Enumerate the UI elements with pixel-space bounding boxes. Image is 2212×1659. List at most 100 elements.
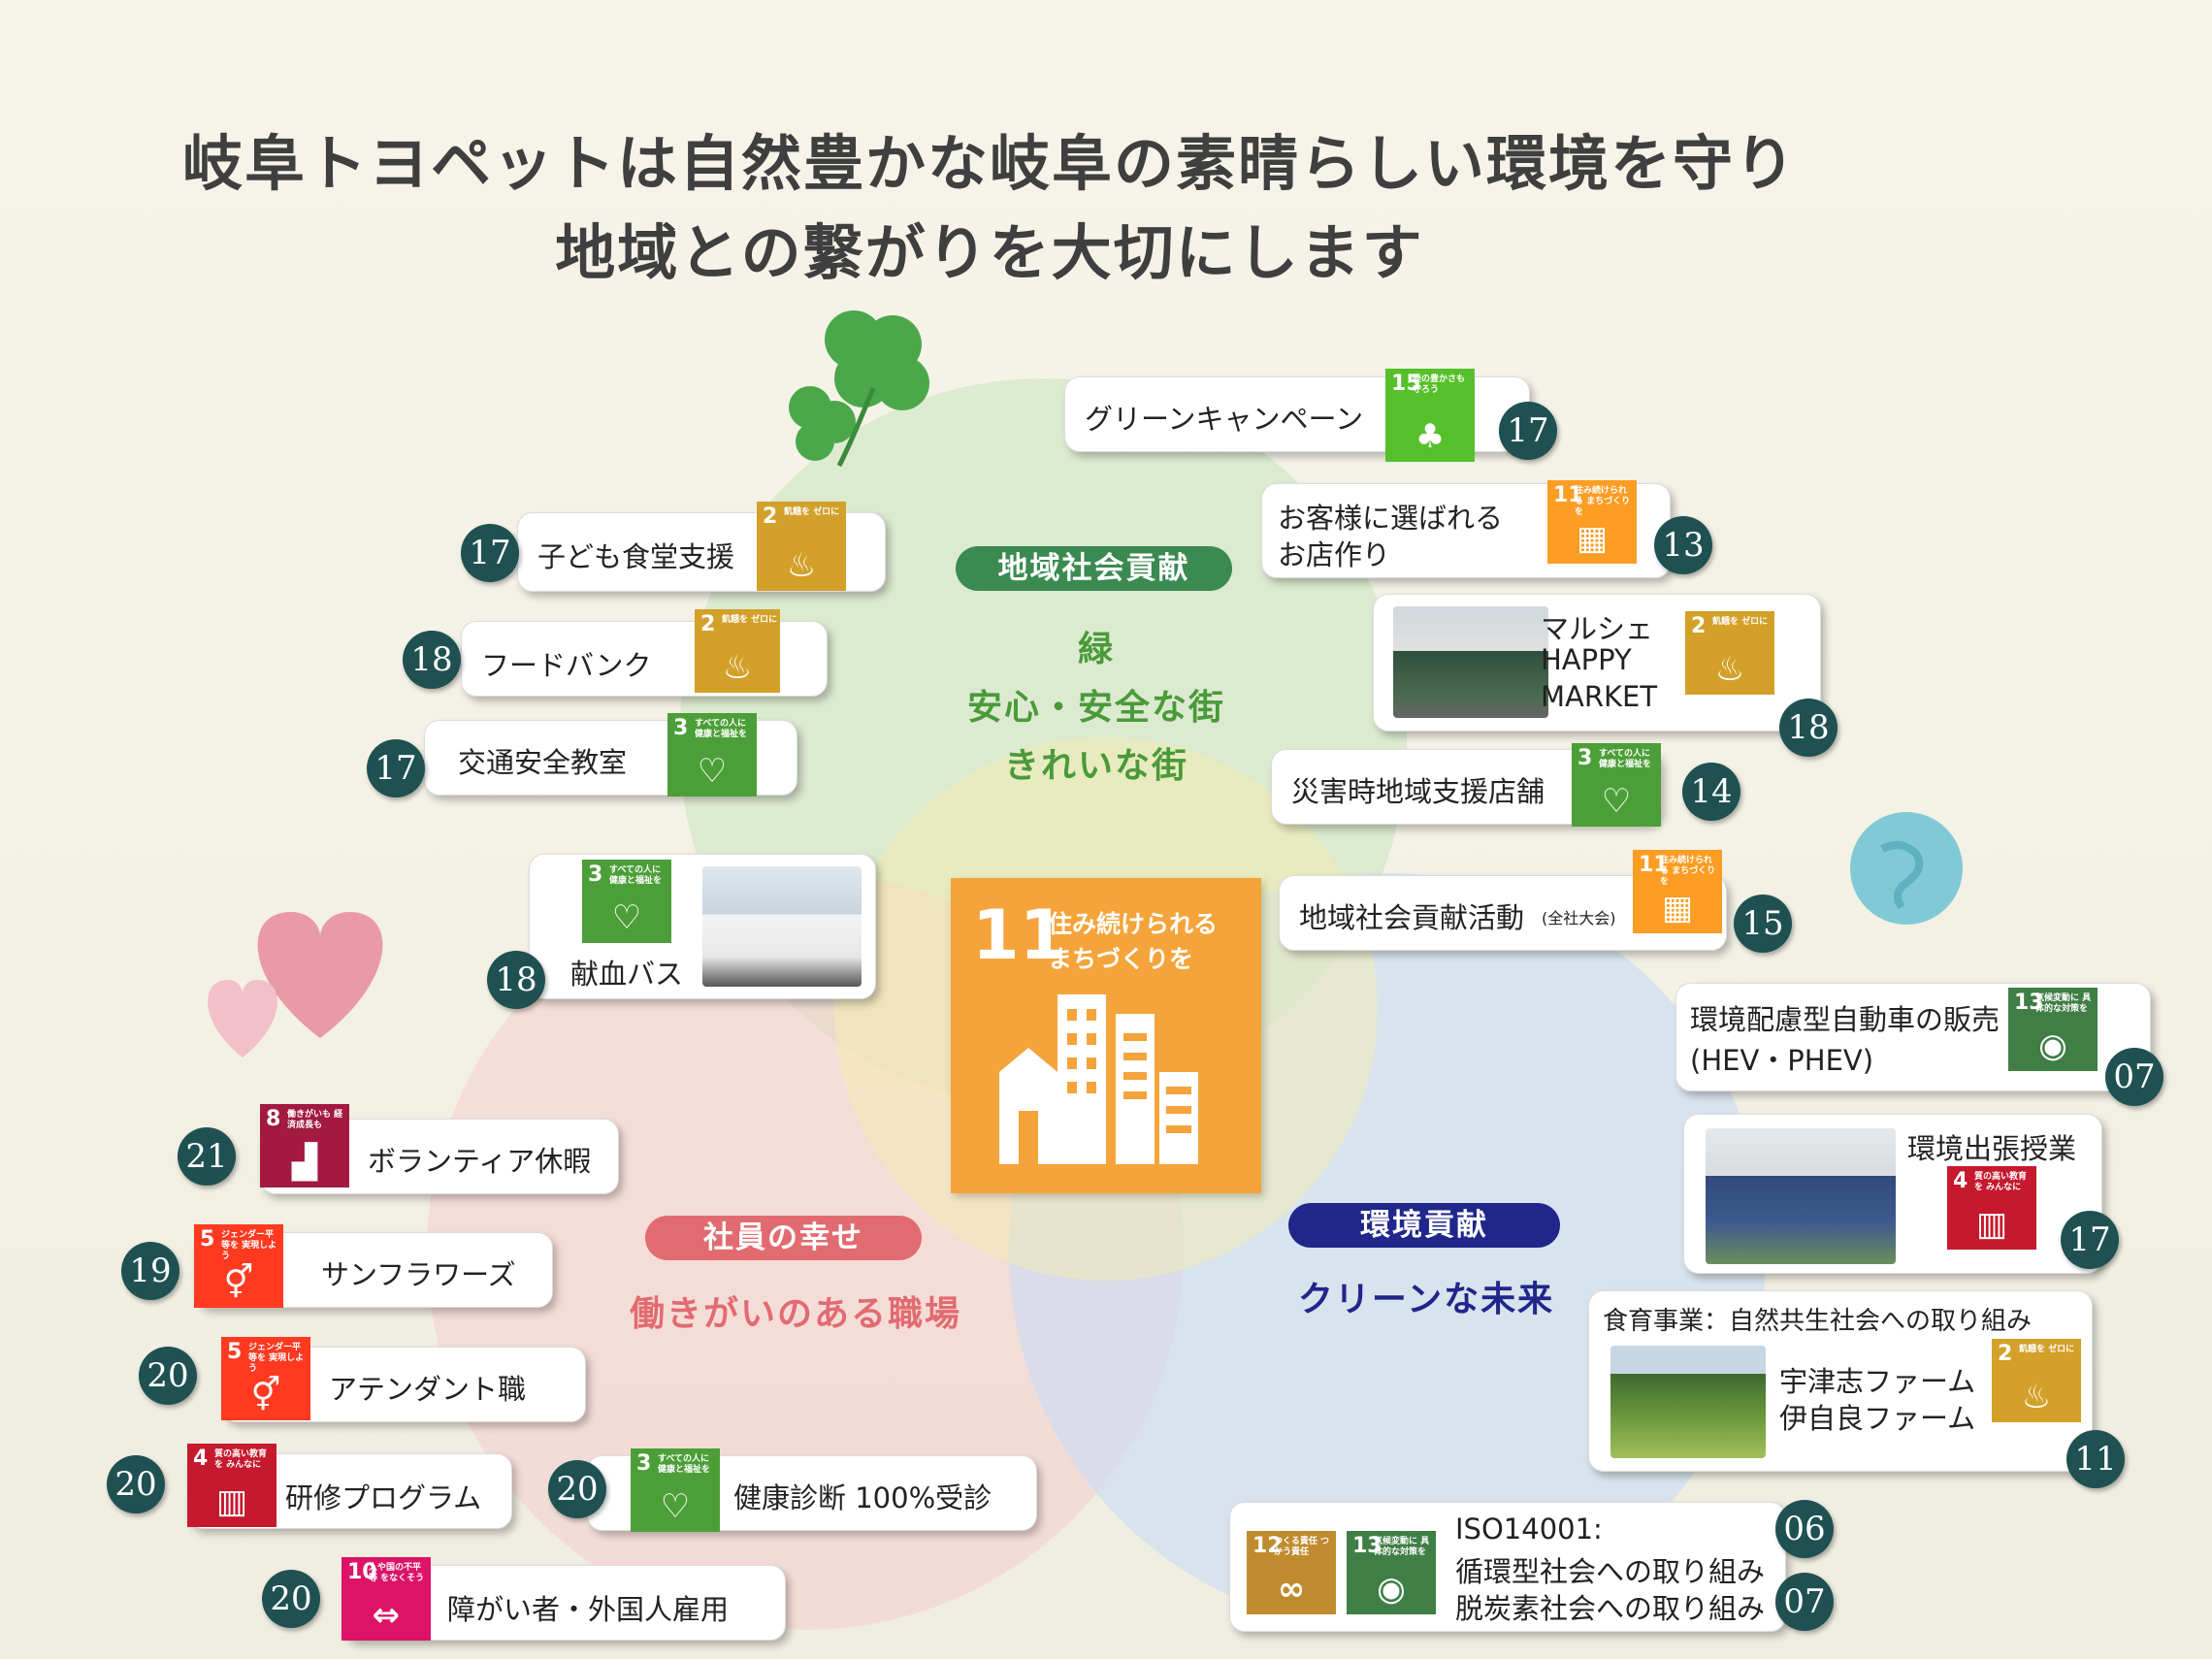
count-kids-cafeteria: 17 (461, 524, 519, 582)
marche-truck-photo (1393, 606, 1548, 718)
label-health-check: 健康診断 100%受診 (733, 1481, 992, 1514)
infinity-icon: ∞ (1277, 1570, 1306, 1609)
count-eco-car: 07 (2105, 1048, 2163, 1106)
label-farm-utsushi: 宇津志ファーム (1779, 1365, 1976, 1398)
city-small-icon: ▦ (1661, 889, 1694, 927)
label-marche-1: マルシェ (1541, 612, 1654, 645)
blood-bus-photo (702, 866, 862, 987)
label-food-bank: フードバンク (481, 649, 652, 682)
heart-icon (184, 873, 407, 1067)
center-goal-text2: まちづくりを (1048, 945, 1194, 973)
label-traffic-safety: 交通安全教室 (458, 746, 628, 779)
heartbeat-icon: ♡ (1601, 782, 1632, 821)
label-iso-1: ISO14001: (1455, 1513, 1603, 1545)
label-iso-2: 循環型社会への取り組み (1455, 1555, 1766, 1588)
section-label-employee: 社員の幸せ (645, 1216, 922, 1260)
headline-line2: 地域との繋がりを大切にします (555, 217, 1424, 288)
slogan-environment: クリーンな未来 (1297, 1280, 1555, 1319)
label-food-education: 食育事業：自然共生社会への取り組み (1603, 1307, 2033, 1336)
count-employment: 20 (262, 1570, 320, 1628)
count-green-campaign: 17 (1499, 402, 1557, 460)
slogan-community-1: 緑 (1077, 630, 1115, 669)
book-icon: ▥ (1975, 1205, 2008, 1244)
bowl-icon: ♨ (2021, 1378, 2052, 1416)
book-icon: ▥ (215, 1482, 248, 1521)
earth-icon (1848, 810, 1965, 927)
city-small-icon: ▦ (1576, 519, 1609, 558)
label-marche-3: MARKET (1541, 680, 1658, 713)
count-attendant: 20 (139, 1347, 197, 1405)
label-customer-store-2: お店作り (1278, 538, 1391, 571)
label-iso-3: 脱炭素社会への取り組み (1455, 1592, 1766, 1625)
count-food-bank: 18 (403, 631, 461, 689)
label-disaster: 災害時地域支援店舗 (1291, 775, 1545, 808)
growth-chart-icon: ▟ (291, 1143, 318, 1182)
count-volunteer-leave: 21 (178, 1127, 236, 1186)
count-iso-2: 07 (1775, 1573, 1834, 1631)
count-food-education: 11 (2066, 1430, 2125, 1488)
label-green-campaign: グリーンキャンペーン (1085, 403, 1364, 436)
label-eco-car-2: (HEV・PHEV) (1690, 1044, 1874, 1077)
eye-globe-icon: ◉ (2038, 1026, 2067, 1065)
section-label-community: 地域社会貢献 (956, 546, 1232, 591)
center-goal-text1: 住み続けられる (1048, 910, 1219, 938)
bowl-icon: ♨ (722, 648, 753, 687)
label-community-activity: 地域社会貢献活動 (1299, 901, 1525, 934)
city-icon (999, 994, 1198, 1164)
label-farm-ijira: 伊自良ファーム (1779, 1402, 1976, 1435)
label-customer-store-1: お客様に選ばれる (1278, 502, 1504, 535)
count-customer-store: 13 (1654, 516, 1712, 574)
label-marche-2: HAPPY (1541, 643, 1632, 676)
heartbeat-icon: ♡ (611, 898, 642, 937)
heartbeat-icon: ♡ (697, 752, 728, 791)
slogan-community-3: きれいな街 (1003, 746, 1188, 786)
label-volunteer-leave: ボランティア休暇 (368, 1145, 592, 1178)
count-health-check: 20 (548, 1460, 606, 1518)
label-training: 研修プログラム (285, 1481, 482, 1514)
headline-line1: 岐阜トヨペットは自然豊かな岐阜の素晴らしい環境を守り (181, 128, 1797, 199)
clover-icon (766, 301, 980, 475)
slogan-employee: 働きがいのある職場 (629, 1294, 961, 1334)
count-blood-bus: 18 (487, 951, 545, 1009)
count-training: 20 (107, 1455, 165, 1513)
count-disaster: 14 (1682, 763, 1740, 821)
label-blood-bus: 献血バス (570, 958, 684, 991)
count-traffic-safety: 17 (367, 739, 425, 797)
label-kids-cafeteria: 子ども食堂支援 (537, 540, 735, 573)
count-sunflowers: 19 (121, 1242, 179, 1300)
eye-globe-icon: ◉ (1377, 1570, 1406, 1609)
label-community-activity-sub: (全社大会) (1542, 909, 1616, 927)
center-goal-number: 11 (972, 895, 1067, 975)
label-sunflowers: サンフラワーズ (321, 1258, 516, 1291)
label-eco-car-1: 環境配慮型自動車の販売 (1690, 1003, 2001, 1036)
bowl-icon: ♨ (1714, 650, 1745, 689)
farm-photo (1610, 1346, 1766, 1458)
gender-icon: ⚥ (223, 1263, 254, 1302)
heartbeat-icon: ♡ (660, 1487, 691, 1526)
gender-icon: ⚥ (250, 1376, 281, 1415)
slogan-community-2: 安心・安全な街 (966, 688, 1225, 728)
card-iso: ISO14001: 循環型社会への取り組み 脱炭素社会への取り組み (1229, 1502, 1786, 1632)
card-food-education: 食育事業：自然共生社会への取り組み 宇津志ファーム 伊自良ファーム (1588, 1290, 2093, 1472)
count-community-activity: 15 (1734, 895, 1792, 953)
label-employment: 障がい者・外国人雇用 (447, 1593, 730, 1626)
count-marche: 18 (1779, 699, 1838, 757)
